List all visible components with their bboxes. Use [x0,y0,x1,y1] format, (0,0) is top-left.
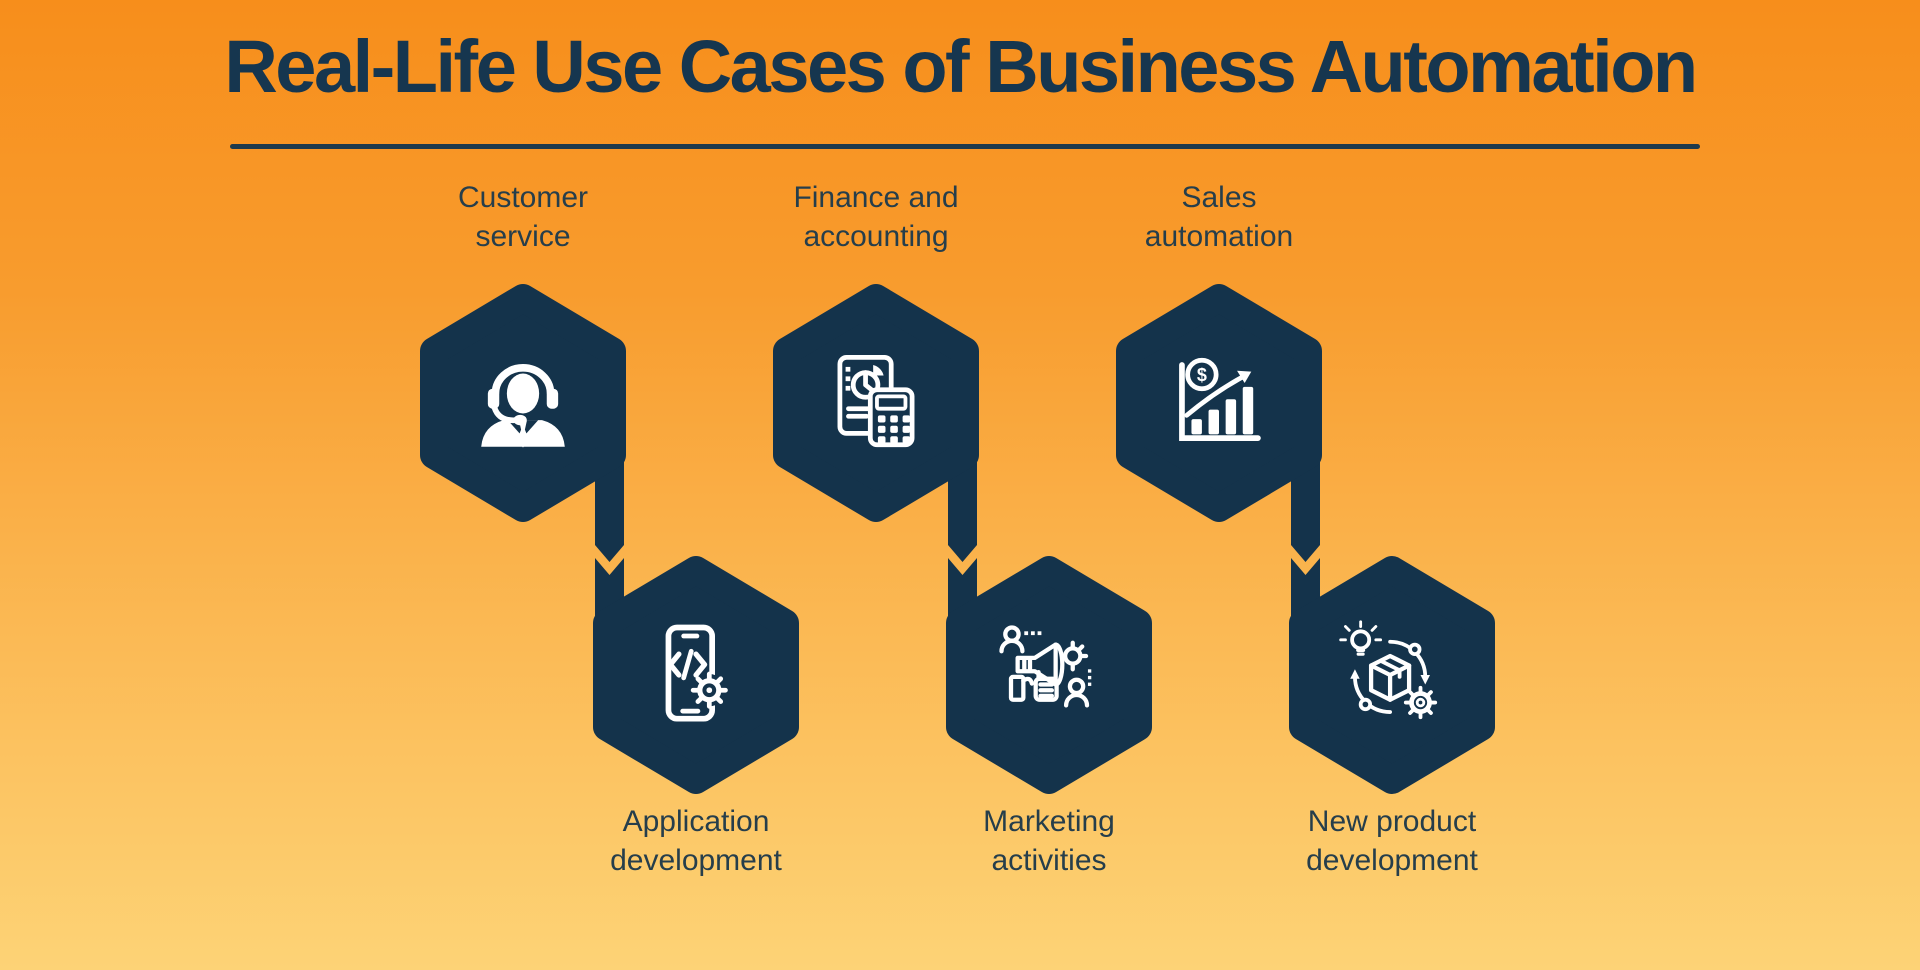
megaphone-promotion-icon [999,625,1092,708]
label-finance-accounting: Finance and accounting [793,181,959,253]
label-application-development: Application development [610,805,782,877]
hexagon-sales-automation [1116,284,1322,522]
label-sales-automation: Sales automation [1144,181,1294,253]
product-cycle-icon [1339,620,1438,720]
title-underline [230,144,1700,149]
growth-chart-dollar-icon: $ [1179,357,1261,441]
phone-code-gear-icon [665,624,728,722]
document-calculator-icon [837,355,915,448]
label-new-product-development: New product development [1306,805,1478,877]
headset-agent-icon [481,364,565,448]
label-customer-service: Customer service [457,181,589,253]
dollar-symbol: $ [1197,365,1207,385]
page-title: Real-Life Use Cases of Business Automati… [224,25,1698,108]
label-marketing-activities: Marketing activities [983,805,1115,877]
hexagon-marketing-activities [946,556,1152,794]
